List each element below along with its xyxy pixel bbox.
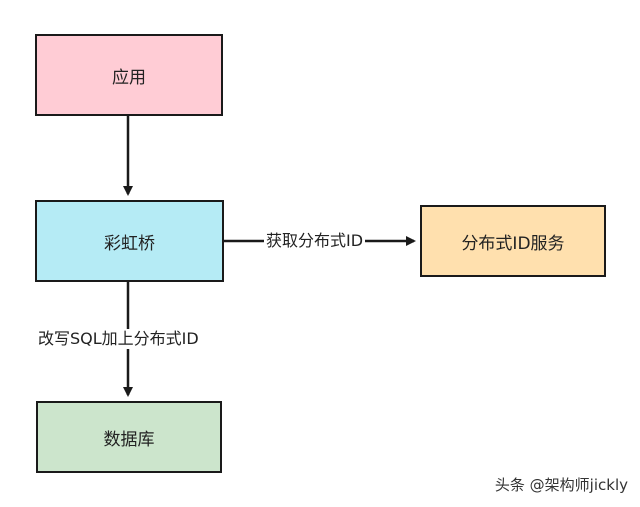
node-rainbow-bridge-label: 彩虹桥 <box>104 233 155 254</box>
watermark-text: 头条 @架构师jickly <box>494 476 628 494</box>
node-id-service-label: 分布式ID服务 <box>461 233 565 254</box>
node-app-label: 应用 <box>112 67 146 88</box>
node-app: 应用 <box>35 34 223 116</box>
node-database-label: 数据库 <box>103 429 155 450</box>
edge-label-get-id: 获取分布式ID <box>264 231 366 251</box>
edge-label-rewrite-sql: 改写SQL加上分布式ID <box>36 329 201 349</box>
node-rainbow-bridge: 彩虹桥 <box>35 200 224 282</box>
node-id-service: 分布式ID服务 <box>420 205 606 277</box>
node-database: 数据库 <box>36 401 222 473</box>
